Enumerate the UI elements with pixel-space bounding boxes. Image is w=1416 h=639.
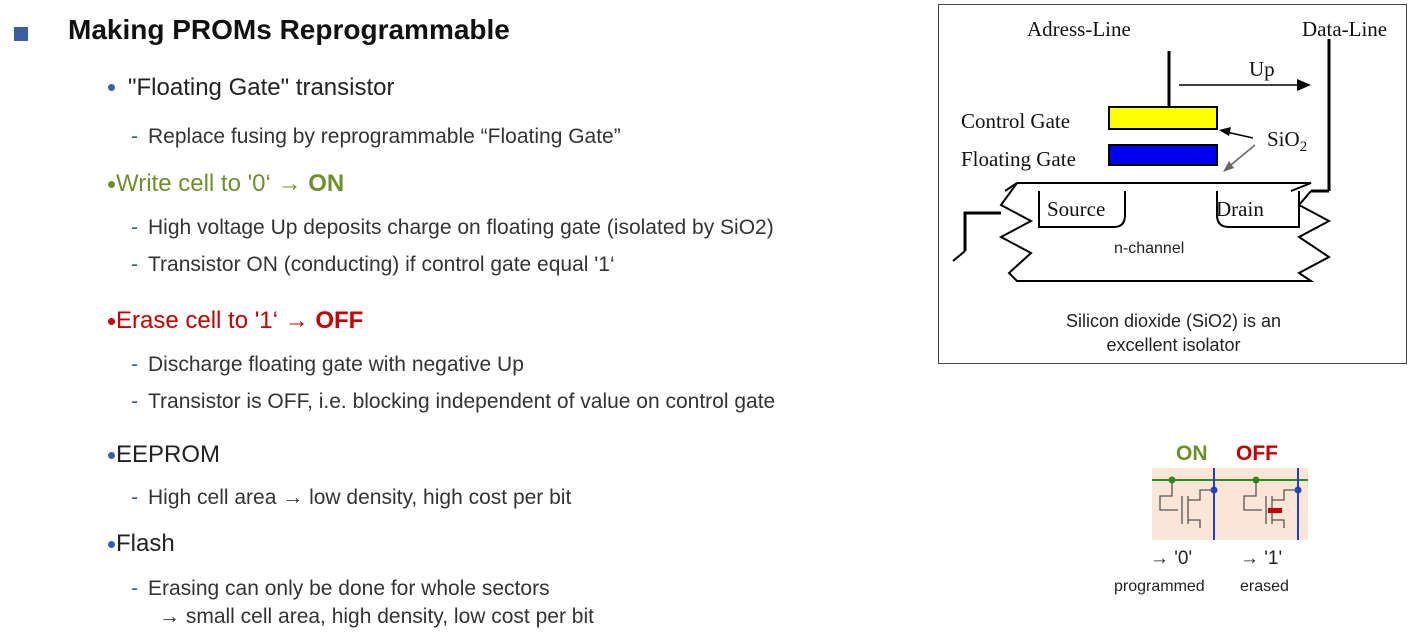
memory-cells-illustration [1152,468,1308,540]
cell-background [1152,468,1308,540]
control-gate-label: Control Gate [961,109,1071,133]
programmed-label: programmed [1114,578,1205,595]
floating-gate-plate [1108,144,1218,166]
sub-item: -Transistor ON (conducting) if control g… [131,253,615,276]
drain-region [1216,191,1300,228]
bullet-dot [108,318,115,325]
caption-line-2: excellent isolator [1106,335,1241,355]
sio2-arrowhead [1219,127,1231,136]
sub-item: -Discharge floating gate with negative U… [131,353,524,376]
item-write-cell: Write cell to '0‘ → ON [116,170,345,197]
on-label: ON [1176,442,1208,465]
source-region [1038,191,1126,228]
slide-bullet-square [14,27,28,41]
up-arrowhead [1297,79,1311,91]
floating-gate-label: Floating Gate [961,147,1076,171]
sub-item: -Erasing can only be done for whole sect… [131,577,550,600]
bullet-dot [108,452,115,459]
sio2-label: SiO2 [1267,127,1308,156]
n-channel-label: n-channel [1114,240,1185,257]
source-terminal-wire [963,211,1001,251]
control-gate-plate [1108,106,1218,130]
transistor-on-symbol [1159,480,1214,528]
source-label: Source [1047,197,1106,221]
source-terminal-wire [952,250,966,262]
off-value: → '1' [1240,548,1283,569]
up-label: Up [1249,57,1275,81]
on-value: → '0' [1150,548,1193,569]
sio2-arrowhead [1223,161,1234,172]
bullet-dot [108,181,115,188]
item-erase-cell: Erase cell to '1‘ → OFF [116,307,364,334]
charged-floating-gate [1268,508,1282,513]
substrate-top [1004,182,1312,192]
sub-item: -Transistor is OFF, i.e. blocking indepe… [131,390,776,413]
substrate-outline [998,182,1332,282]
item-flash: Flash [116,530,175,557]
address-line-label: Adress-Line [1027,17,1131,41]
bullet-dot [108,541,115,548]
sub-item: -High voltage Up deposits charge on floa… [131,216,774,239]
sub-item: -Replace fusing by reprogrammable “Float… [131,125,621,148]
off-label: OFF [1236,442,1278,465]
sub-item: -High cell area → low density, high cost… [131,486,572,509]
erased-label: erased [1240,578,1289,595]
sub-item-continued: → small cell area, high density, low cos… [159,605,594,628]
item-floating-gate: "Floating Gate" transistor [128,74,395,101]
floating-gate-diagram: Adress-Line Data-Line Up Control Gate Fl… [938,4,1407,364]
drain-label: Drain [1216,197,1264,221]
slide-heading: Making PROMs Reprogrammable [68,14,510,45]
data-line-label: Data-Line [1302,17,1388,41]
bullet-dot [108,84,115,91]
transistor-drawing [952,39,1332,282]
caption-line-1: Silicon dioxide (SiO2) is an [1065,311,1282,331]
item-eeprom: EEPROM [116,441,221,468]
